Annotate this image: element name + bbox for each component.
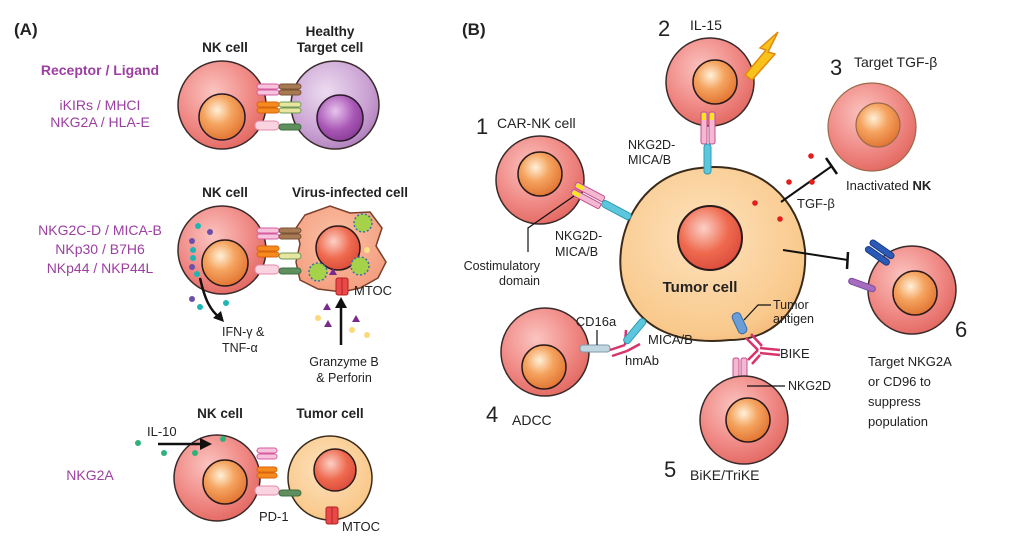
cd16a-label: CD16a	[576, 314, 617, 329]
pair-nkp30-b7h6: NKp30 / B7H6	[55, 241, 145, 257]
strategy-4-number: 4	[486, 402, 498, 427]
pair-nkg2cd-micab: NKG2C-D / MICA-B	[38, 222, 162, 238]
pair-nkg2a: NKG2A	[66, 467, 114, 483]
strategy-2-title: IL-15	[690, 17, 722, 33]
strategy-1-car-nk-cell	[495, 135, 585, 225]
row1-target-label: Target cell	[297, 40, 364, 55]
row1-healthy-target-cell	[290, 60, 380, 150]
strategy-2-nk-cell	[665, 37, 755, 127]
lightning-bolt-icon	[743, 31, 779, 82]
bike-antibody-icon	[745, 333, 781, 365]
row1-nk-cell	[177, 60, 267, 150]
bike-label: BIKE	[780, 346, 810, 361]
pd1-label: PD-1	[259, 509, 289, 524]
strategy-6-inhibition-line	[782, 249, 849, 261]
costimulatory-pointer	[527, 195, 575, 252]
strategy-6-number: 6	[955, 317, 967, 342]
strategy-2-receptor	[700, 111, 716, 175]
hmab-label: hmAb	[625, 353, 659, 368]
strategy-4-nk-cell	[500, 307, 590, 397]
strategy-5-title: BiKE/TriKE	[690, 467, 760, 483]
strategy-1-title: CAR-NK cell	[497, 115, 576, 131]
row2-nk-cell	[177, 205, 267, 295]
row3-receptors	[254, 447, 302, 497]
ifn-gamma-label: IFN-γ &	[222, 325, 265, 339]
nkg2a-receptor-icon	[864, 239, 895, 266]
strategy-6-desc-line1: Target NKG2A	[868, 354, 952, 369]
strategy-1-receptor-line1: NKG2D-	[555, 229, 602, 243]
strategy-6-nk-cell	[867, 245, 957, 335]
strategy-3-title: Target TGF-β	[854, 54, 937, 70]
strategy-1-receptor-line2: MICA/B	[555, 245, 598, 259]
tnf-alpha-label: TNF-α	[222, 341, 258, 355]
inactivated-nk-label: Inactivated NK	[846, 178, 932, 193]
row3-nk-label: NK cell	[197, 406, 243, 421]
strategy-1-number: 1	[476, 114, 488, 139]
tgf-inhibition-line	[780, 165, 833, 203]
strategy-6-desc-line3: suppress	[868, 394, 921, 409]
costimulatory-label-line2: domain	[499, 274, 540, 288]
tgf-beta-label: TGF-β	[797, 196, 835, 211]
strategy-6-desc-line4: population	[868, 414, 928, 429]
row1-nk-label: NK cell	[202, 40, 248, 55]
strategy-4-mica-b	[623, 318, 647, 345]
strategy-5-number: 5	[664, 457, 676, 482]
tumor-antigen-icon	[731, 312, 748, 335]
strategy-6-desc-line2: or CD96 to	[868, 374, 931, 389]
strategy-2-number: 2	[658, 16, 670, 41]
strategy-1-car-receptor	[570, 181, 632, 221]
cd96-receptor-icon	[848, 277, 876, 293]
strategy-3-number: 3	[830, 55, 842, 80]
granzyme-label: Granzyme B	[309, 355, 378, 369]
virus-particle-icon	[353, 213, 373, 233]
row2-virus-infected-cell	[295, 205, 387, 296]
row2-mtoc-label: MTOC	[354, 283, 392, 298]
row1-receptor-pairs	[254, 83, 302, 131]
il10-label: IL-10	[147, 424, 177, 439]
strategy-2-receptor-line2: MICA/B	[628, 153, 671, 167]
pair-ikirs-mhci: iKIRs / MHCI	[60, 97, 141, 113]
virus-particle-icon	[350, 256, 370, 276]
tumor-cell-label: Tumor cell	[663, 279, 738, 296]
costimulatory-label-line1: Costimulatory	[464, 259, 541, 273]
strategy-3-inactivated-nk-cell	[827, 82, 917, 172]
tumor-antigen-label-line1: Tumor	[773, 298, 809, 312]
central-tumor-cell	[619, 165, 807, 342]
panel-a-label: (A)	[14, 20, 38, 39]
perforin-label: & Perforin	[316, 371, 372, 385]
tumor-antigen-label-line2: antigen	[773, 312, 814, 326]
strategy-4-title: ADCC	[512, 412, 552, 428]
strategy-5-nk-cell	[699, 375, 789, 465]
cd16a-receptor	[579, 344, 611, 353]
row3-mtoc-label: MTOC	[342, 519, 380, 534]
strategy-4-mica-label: MICA/B	[648, 332, 693, 347]
row3-tumor-label: Tumor cell	[296, 406, 363, 421]
row2-virus-label: Virus-infected cell	[292, 185, 408, 200]
pair-nkg2a-hlae: NKG2A / HLA-E	[50, 114, 150, 130]
panel-b-label: (B)	[462, 20, 486, 39]
row3-tumor-cell	[287, 435, 373, 525]
row2-nk-label: NK cell	[202, 185, 248, 200]
strategy-2-receptor-line1: NKG2D-	[628, 138, 675, 152]
row3-nk-cell	[173, 434, 261, 522]
mtoc-icon	[325, 506, 339, 525]
pair-nkp44-nkp44l: NKp44 / NKP44L	[47, 260, 154, 276]
nkg2d-label: NKG2D	[788, 379, 831, 393]
mtoc-icon	[335, 277, 349, 296]
row1-healthy-label: Healthy	[306, 24, 355, 39]
virus-particle-icon	[308, 262, 328, 282]
receptor-ligand-header: Receptor / Ligand	[41, 62, 159, 78]
row2-receptor-pairs	[254, 227, 302, 275]
